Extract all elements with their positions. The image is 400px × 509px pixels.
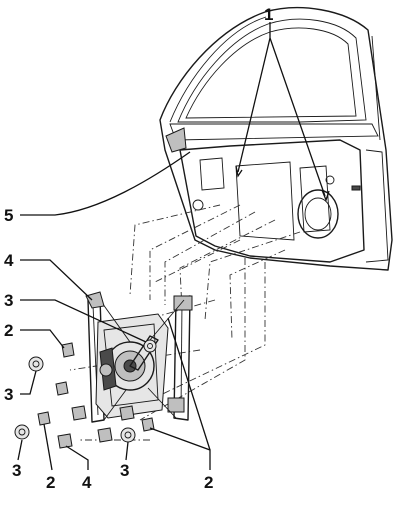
callout-3-bottom-left: 3 [12, 461, 21, 480]
callout-3-left: 3 [4, 385, 13, 404]
callout-4-bottom: 4 [82, 473, 92, 492]
window-regulator [85, 291, 193, 423]
callout-3-upper: 3 [4, 291, 13, 310]
callout-4-upper: 4 [4, 251, 14, 270]
leader-lines [17, 22, 330, 471]
callout-labels: 1 5 4 3 2 3 3 2 4 3 2 [4, 5, 273, 492]
callout-3-bottom-mid: 3 [120, 461, 129, 480]
callout-1: 1 [264, 5, 273, 24]
callout-2-left: 2 [4, 321, 13, 340]
callout-2-right: 2 [204, 473, 213, 492]
door-shell [159, 7, 393, 271]
callout-2-bottom: 2 [46, 473, 55, 492]
callout-5: 5 [4, 206, 13, 225]
